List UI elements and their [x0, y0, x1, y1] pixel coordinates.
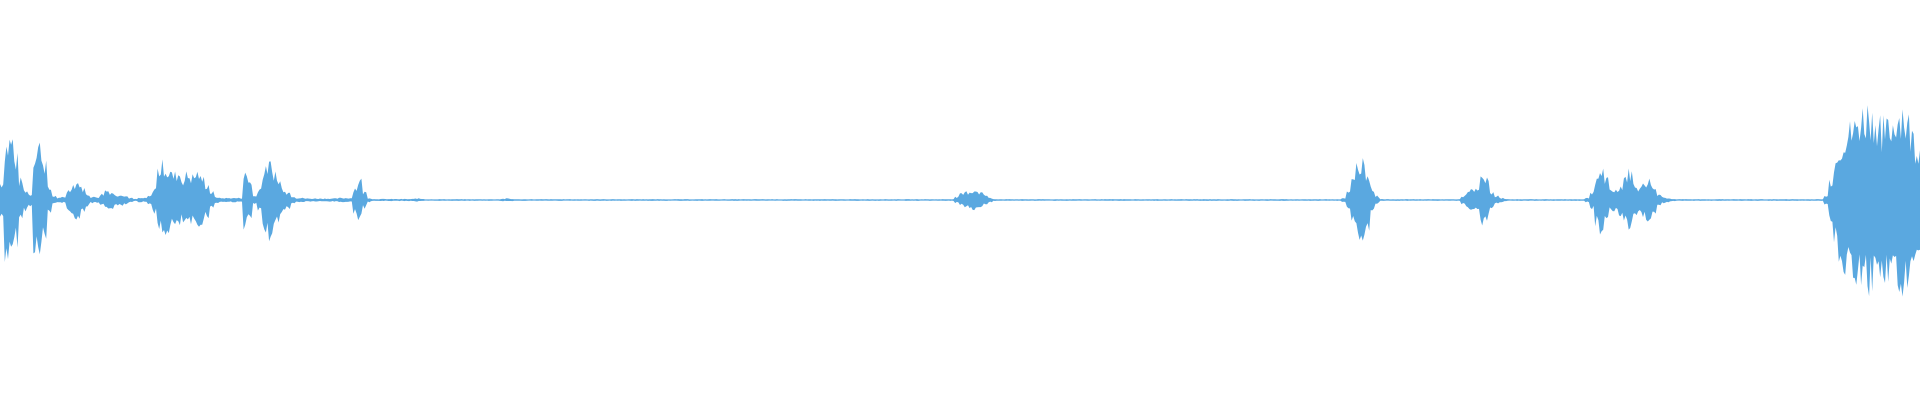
waveform-shape: [0, 105, 1920, 297]
waveform-samples: [0, 105, 1920, 297]
